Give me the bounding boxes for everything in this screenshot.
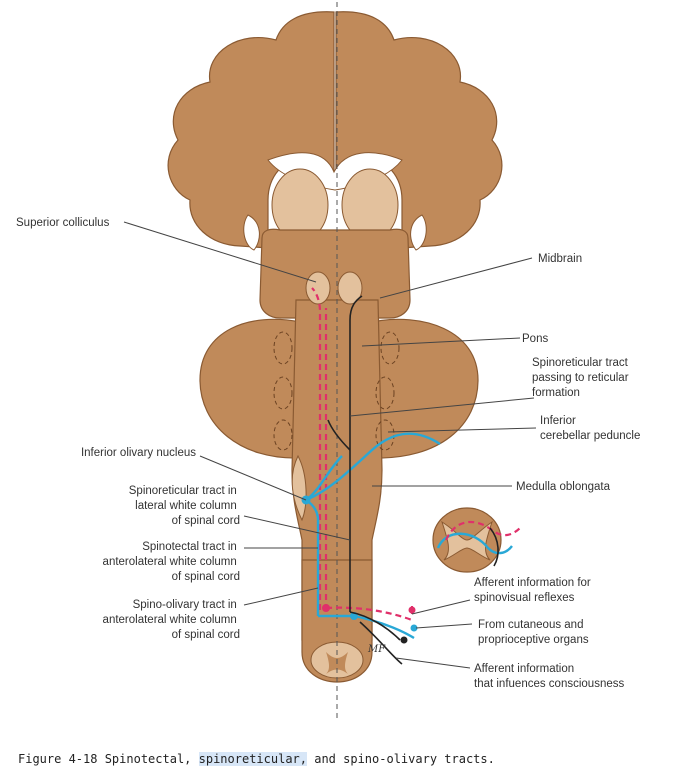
artist-signature: MF — [367, 644, 386, 655]
cerebrum-illustration — [167, 11, 503, 251]
caption-prefix: Figure 4-18 Spinotectal, — [18, 752, 199, 766]
label-afferent-spinovisual-reflexes: Afferent information for spinovisual ref… — [474, 577, 594, 604]
label-spinoreticular-lateral-column: Spinoreticular tract in lateral white co… — [129, 485, 240, 527]
label-medulla-oblongata: Medulla oblongata — [516, 481, 611, 493]
caption-highlight: spinoreticular, — [198, 752, 307, 766]
leader-lines — [123, 221, 537, 669]
label-superior-colliculus: Superior colliculus — [16, 217, 110, 229]
label-spinotectal-anterolateral-column: Spinotectal tract in anterolateral white… — [103, 541, 240, 583]
label-afferent-consciousness: Afferent information that infuences cons… — [474, 663, 624, 690]
spinotectal-tract — [311, 287, 416, 622]
spinoreticular-tract — [327, 295, 408, 665]
spinal-cord-cross-section — [432, 507, 521, 573]
label-midbrain: Midbrain — [538, 253, 582, 265]
spino-olivary-tract — [301, 432, 441, 640]
label-from-cutaneous-proprioceptive: From cutaneous and proprioceptive organs — [478, 619, 589, 646]
figure-caption: Figure 4-18 Spinotectal, spinoreticular,… — [18, 752, 495, 766]
brainstem-illustration — [199, 228, 479, 683]
label-spinoreticular-reticular-formation: Spinoreticular tract passing to reticula… — [532, 357, 632, 399]
caption-suffix: and spino-olivary tracts. — [307, 752, 495, 766]
label-inferior-olivary-nucleus: Inferior olivary nucleus — [81, 447, 196, 459]
label-pons: Pons — [522, 333, 548, 345]
label-spino-olivary-anterolateral-column: Spino-olivary tract in anterolateral whi… — [103, 599, 240, 641]
brainstem-diagram: Superior colliculus Midbrain Pons Spinor… — [16, 2, 640, 720]
label-inferior-cerebellar-peduncle: Inferior cerebellar peduncle — [540, 415, 640, 442]
